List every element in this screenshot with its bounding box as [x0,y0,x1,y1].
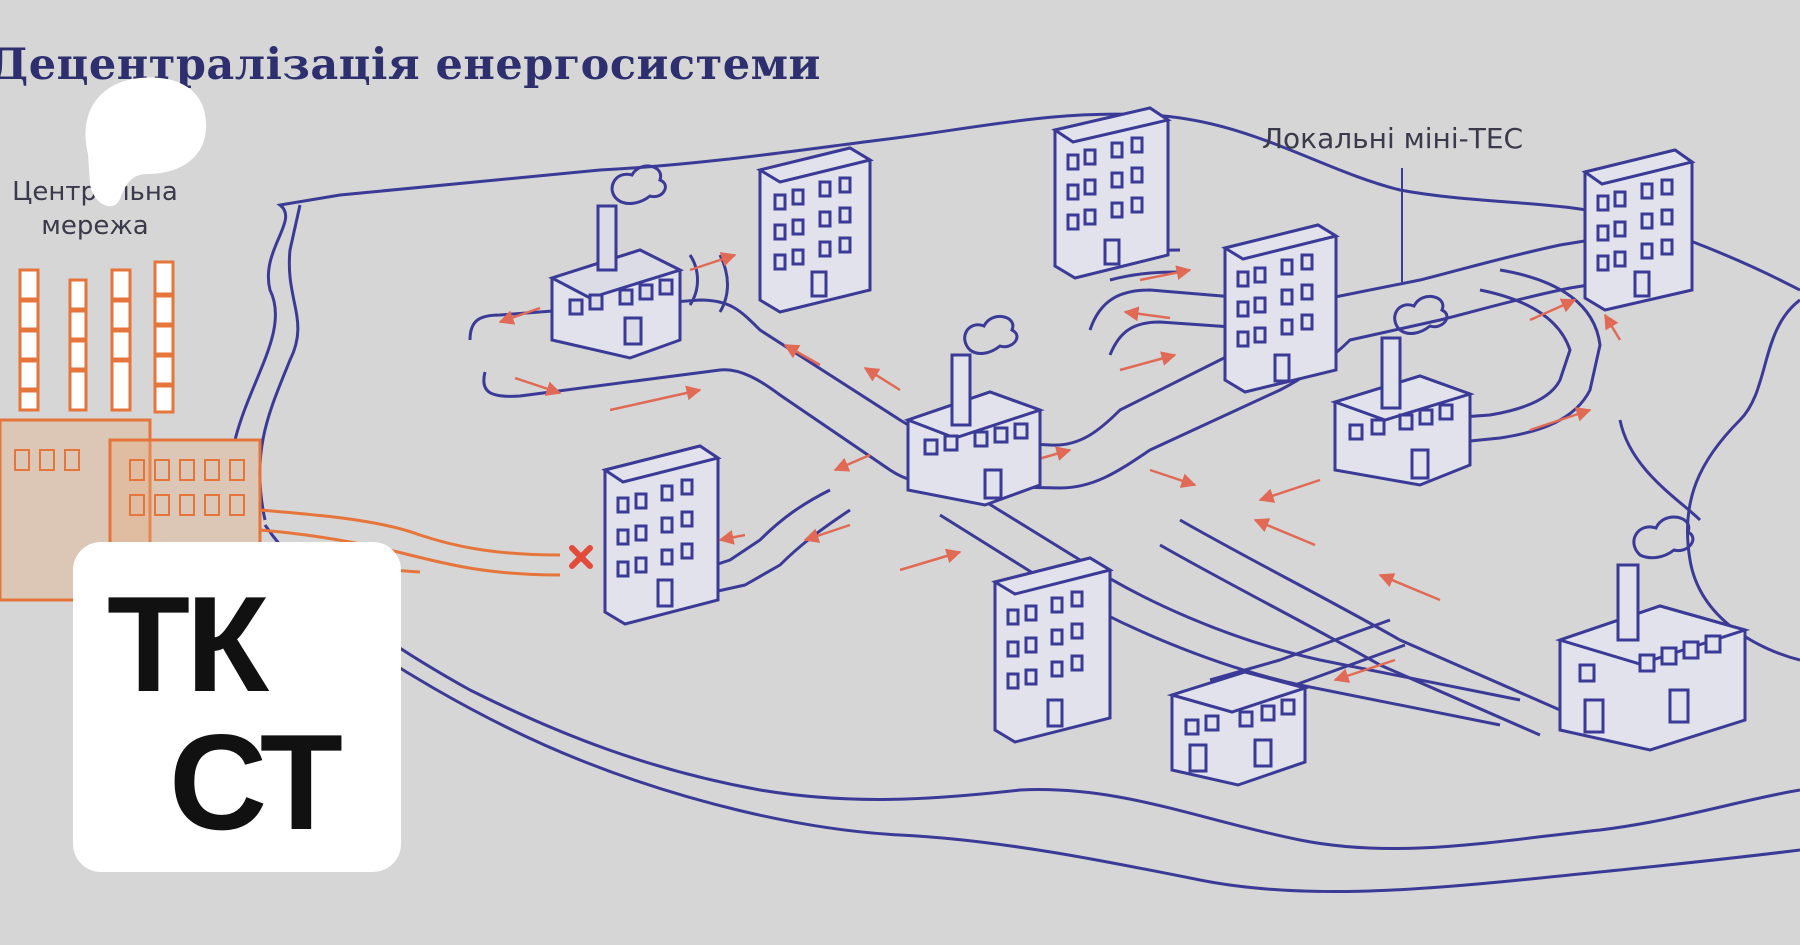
flow-arrows [498,252,1622,683]
logo-line-2: СТ [169,706,343,858]
tkst-logo: ТК СТ [73,542,401,872]
mini-chp-plant-1 [548,164,685,360]
apartment-building-4 [1581,148,1696,312]
mini-chp-plant-3 [1330,295,1475,487]
apartment-building-6 [991,556,1114,744]
mini-chp-plant-2 [903,315,1045,507]
brand-blob-icon [85,77,207,207]
apartment-building-3 [1221,223,1340,394]
territory-outline [233,112,1800,894]
local-chp-label: Локальні міні-ТЕС [1262,122,1524,155]
broken-connection-icon [569,545,593,569]
apartment-building-5 [601,444,722,626]
small-building [1166,670,1311,787]
apartment-building-2 [1051,106,1172,280]
mini-chp-plant-4 [1555,515,1751,752]
apartment-building-1 [756,146,874,314]
logo-line-1: ТК [107,568,269,720]
